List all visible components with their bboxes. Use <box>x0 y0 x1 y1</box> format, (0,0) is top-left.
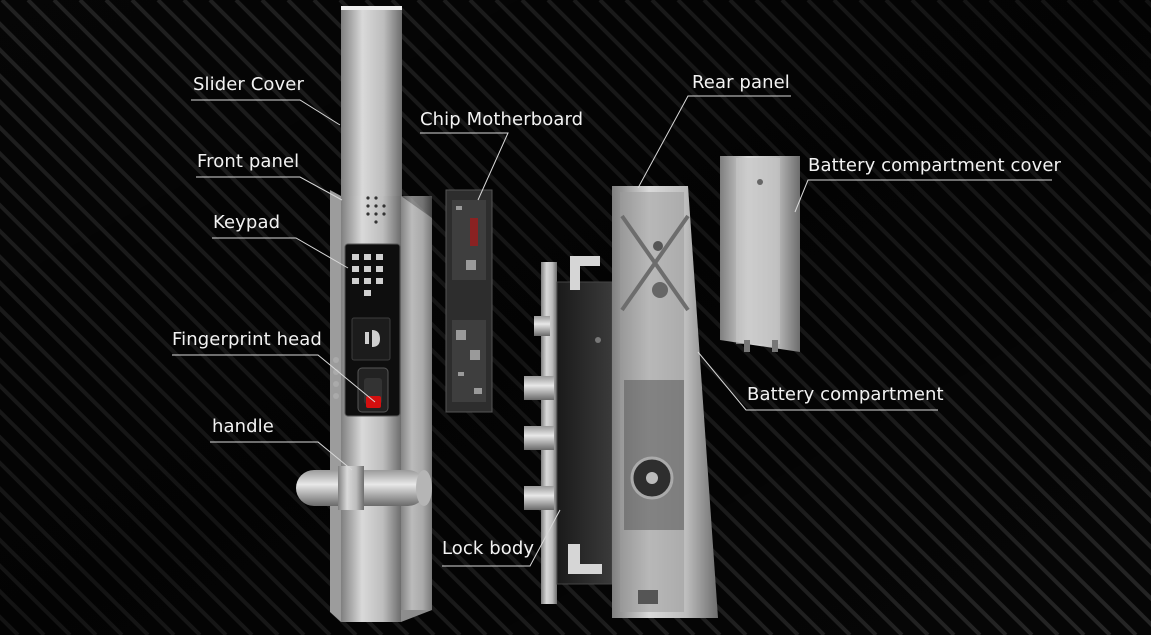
chip-motherboard-part <box>445 189 493 413</box>
leader-rear-panel <box>637 95 791 189</box>
label-battery-compartment-cover: Battery compartment cover <box>808 155 1062 176</box>
leader-keypad <box>212 237 349 269</box>
label-slider-cover: Slider Cover <box>193 74 304 95</box>
leader-handle <box>210 441 353 471</box>
keypad-part <box>352 254 383 296</box>
leader-battery-cover <box>794 179 1052 213</box>
leader-front-panel <box>196 176 343 201</box>
leader-battery-compartment <box>697 351 938 411</box>
rear-panel-part <box>612 186 718 618</box>
lock-body-part <box>524 256 613 604</box>
label-keypad: Keypad <box>213 212 281 233</box>
label-rear-panel: Rear panel <box>692 72 790 93</box>
leader-lock-body <box>442 509 561 567</box>
battery-cover-part <box>720 156 800 352</box>
label-battery-compartment: Battery compartment <box>747 384 944 405</box>
leader-fingerprint-head <box>172 354 376 403</box>
label-chip-motherboard: Chip Motherboard <box>420 109 584 130</box>
label-lock-body: Lock body <box>442 538 535 559</box>
leader-chip-motherboard <box>420 132 509 201</box>
leader-slider-cover <box>191 99 341 126</box>
label-fingerprint-head: Fingerprint head <box>172 329 322 350</box>
label-front-panel: Front panel <box>197 151 300 172</box>
slider-cover-part <box>341 6 402 206</box>
fingerprint-head-part <box>351 317 391 413</box>
label-handle: handle <box>212 416 274 437</box>
handle-part <box>296 466 432 510</box>
